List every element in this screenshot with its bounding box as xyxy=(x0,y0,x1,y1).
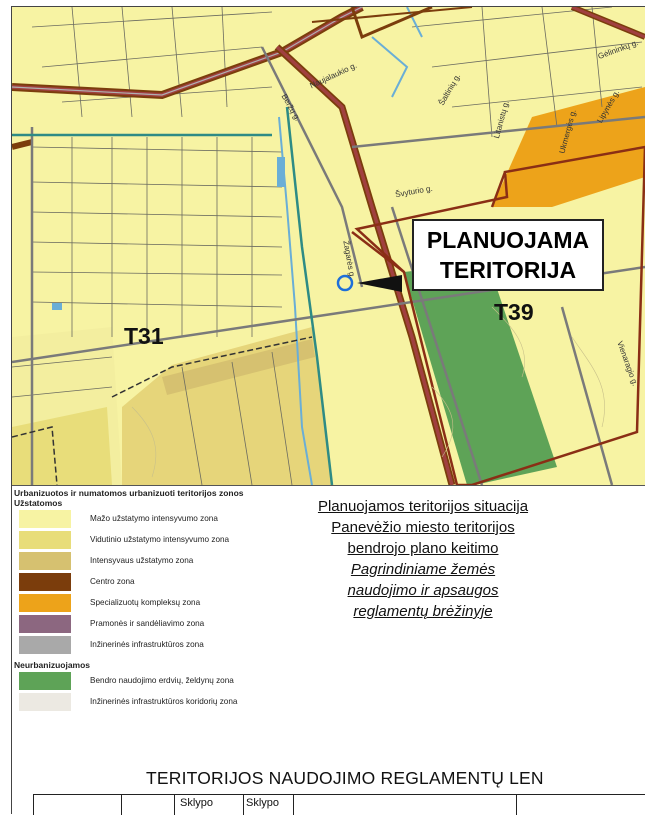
caption-line: Planuojamos teritorijos situacija xyxy=(317,498,529,515)
legend-swatch xyxy=(19,510,71,528)
sheet-frame xyxy=(11,6,645,814)
legend-group1-title: Urbanizuotos ir numatomos urbanizuoti te… xyxy=(14,488,244,498)
caption-line: reglamentų brėžinyje xyxy=(353,603,493,620)
legend-item-label: Intensyvaus užstatymo zona xyxy=(90,556,194,565)
map-caption: Planuojamos teritorijos situacija Panevė… xyxy=(305,496,541,622)
legend-item-label: Pramonės ir sandėliavimo zona xyxy=(90,619,205,628)
table-header-cell: Sklypo xyxy=(180,797,214,809)
legend-group1-list: Mažo užstatymo intensyvumo zona Vidutini… xyxy=(14,508,304,655)
legend-item-label: Inžinerinės infrastruktūros zona xyxy=(90,640,204,649)
legend-item: Inžinerinės infrastruktūros zona xyxy=(14,634,304,655)
legend-group2-title: Neurbanizuojamos xyxy=(14,660,91,670)
legend-swatch xyxy=(19,594,71,612)
planned-area-callout: PLANUOJAMA TERITORIJA xyxy=(412,219,604,291)
table-column-divider xyxy=(174,795,175,815)
legend-group2-list: Bendro naudojimo erdvių, želdynų zona In… xyxy=(14,670,304,712)
legend-item: Inžinerinės infrastruktūros koridorių zo… xyxy=(14,691,304,712)
legend-item-label: Vidutinio užstatymo intensyvumo zona xyxy=(90,535,230,544)
regulations-table-title: TERITORIJOS NAUDOJIMO REGLAMENTŲ LEN xyxy=(146,768,544,788)
legend-item: Centro zona xyxy=(14,571,304,592)
legend-swatch xyxy=(19,531,71,549)
legend-group1-subtitle: Užstatomos xyxy=(14,498,63,508)
table-column-divider xyxy=(516,795,517,815)
caption-line: Panevėžio miesto teritorijos xyxy=(331,519,515,536)
table-column-divider xyxy=(243,795,244,815)
legend-item: Intensyvaus užstatymo zona xyxy=(14,550,304,571)
zone-label-t31: T31 xyxy=(124,323,164,349)
legend-item: Bendro naudojimo erdvių, želdynų zona xyxy=(14,670,304,691)
caption-line: Pagrindiniame žemės xyxy=(350,561,496,578)
legend-swatch xyxy=(19,552,71,570)
caption-line: naudojimo ir apsaugos xyxy=(347,582,499,599)
legend-item-label: Specializuotų kompleksų zona xyxy=(90,598,201,607)
table-column-divider xyxy=(293,795,294,815)
table-column-divider xyxy=(121,795,122,815)
caption-line: bendrojo plano keitimo xyxy=(347,540,499,557)
table-header-cell: Sklypo xyxy=(246,797,280,809)
map-view[interactable]: Naujalaukio g. Žagarės g. Šaltinių g. Gė… xyxy=(12,7,645,486)
regulations-table: Sklypo Sklypo xyxy=(33,794,645,815)
legend-swatch xyxy=(19,693,71,711)
planned-area-line2: TERITORIJA xyxy=(439,257,577,283)
legend-swatch xyxy=(19,573,71,591)
legend-item: Mažo užstatymo intensyvumo zona xyxy=(14,508,304,529)
zone-label-t39: T39 xyxy=(494,299,534,325)
map-legend: Urbanizuotos ir numatomos urbanizuoti te… xyxy=(14,488,304,712)
legend-item-label: Mažo užstatymo intensyvumo zona xyxy=(90,514,218,523)
legend-item-label: Inžinerinės infrastruktūros koridorių zo… xyxy=(90,697,238,706)
legend-item-label: Centro zona xyxy=(90,577,135,586)
planned-area-line1: PLANUOJAMA xyxy=(426,227,590,253)
legend-swatch xyxy=(19,636,71,654)
legend-swatch xyxy=(19,615,71,633)
legend-item-label: Bendro naudojimo erdvių, želdynų zona xyxy=(90,676,234,685)
legend-item: Vidutinio užstatymo intensyvumo zona xyxy=(14,529,304,550)
legend-swatch xyxy=(19,672,71,690)
legend-item: Pramonės ir sandėliavimo zona xyxy=(14,613,304,634)
legend-item: Specializuotų kompleksų zona xyxy=(14,592,304,613)
